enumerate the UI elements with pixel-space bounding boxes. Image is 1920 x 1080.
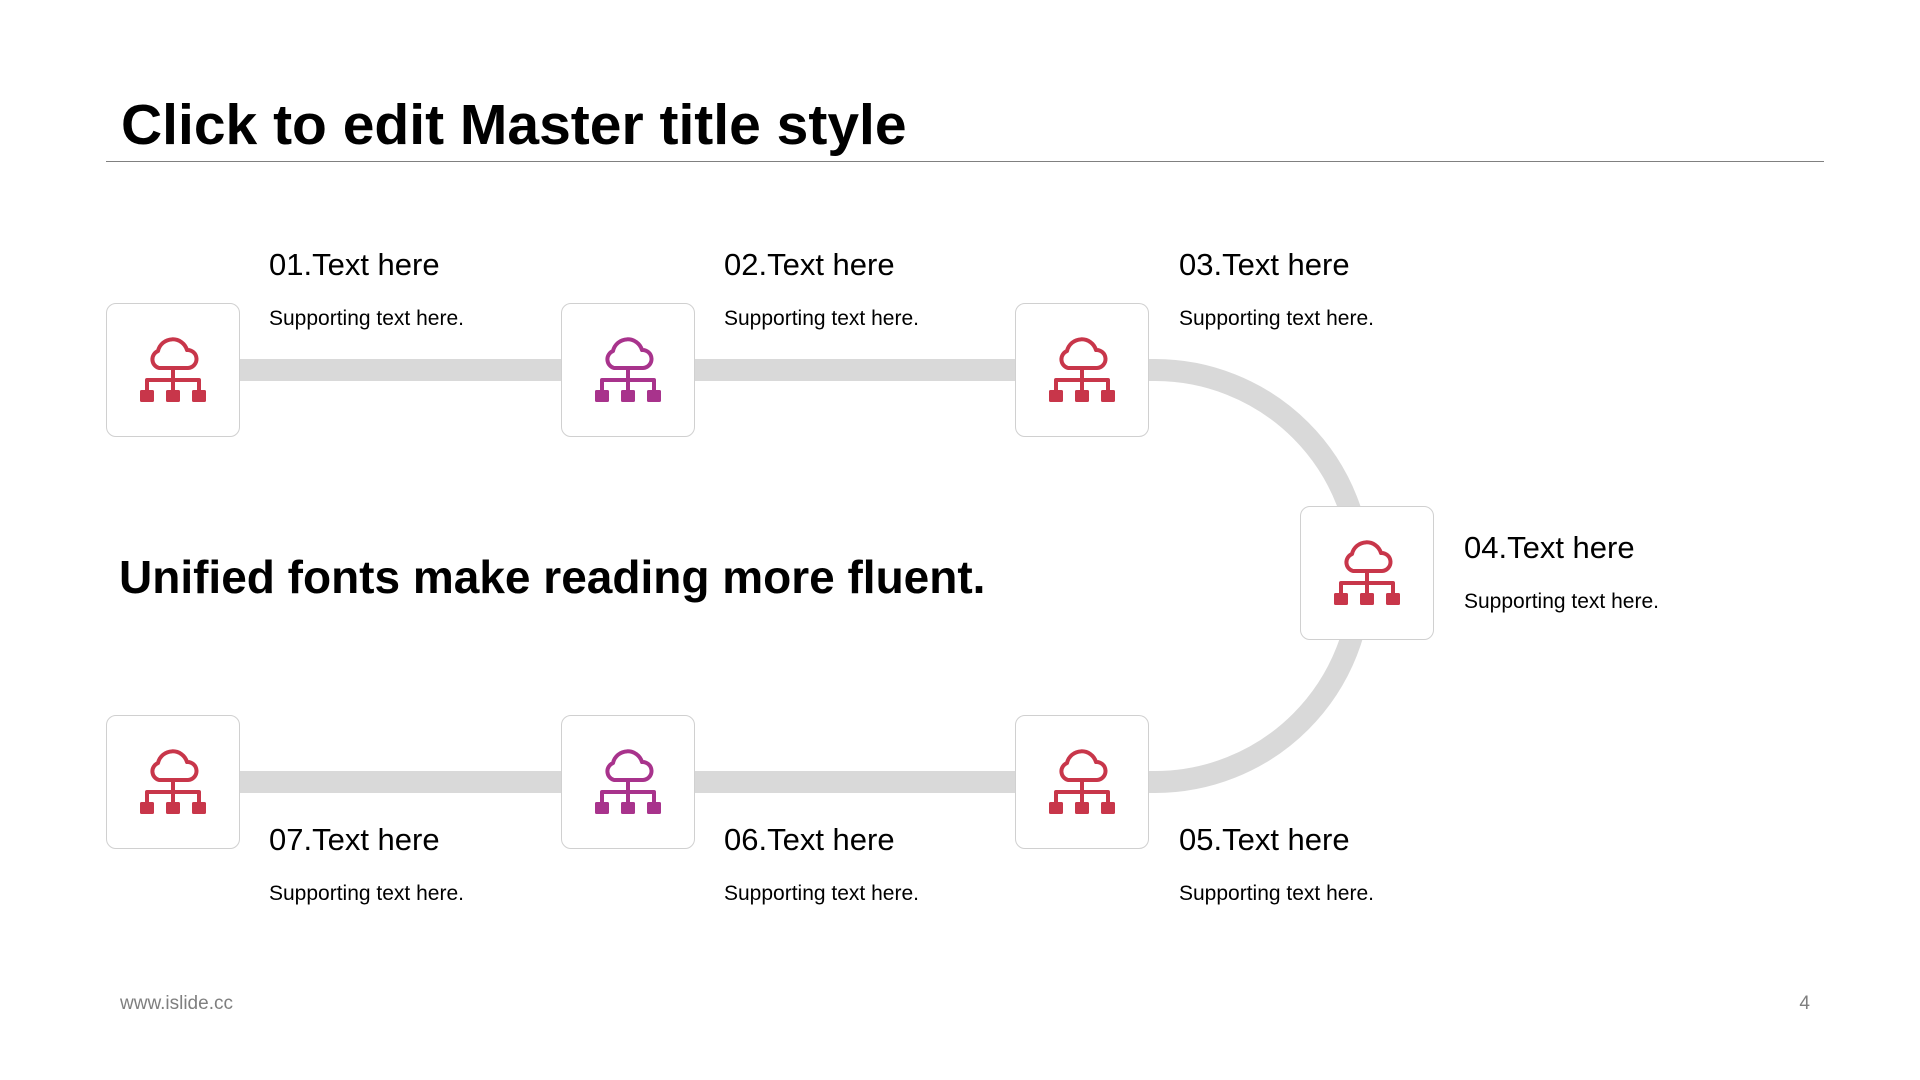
- step-3-icon-box[interactable]: [1015, 303, 1149, 437]
- cloud-network-icon: [595, 749, 661, 814]
- footer-page-number: 4: [1799, 993, 1810, 1014]
- cloud-network-icon: [1049, 749, 1115, 814]
- step-5-heading[interactable]: 05.Text here: [1179, 822, 1350, 857]
- step-7-support[interactable]: Supporting text here.: [269, 882, 464, 905]
- step-1-icon-box[interactable]: [106, 303, 240, 437]
- cloud-network-icon: [595, 337, 661, 402]
- footer-website: www.islide.cc: [120, 993, 233, 1014]
- cloud-network-icon: [1049, 337, 1115, 402]
- cloud-network-icon: [140, 749, 206, 814]
- step-6-heading[interactable]: 06.Text here: [724, 822, 895, 857]
- tagline[interactable]: Unified fonts make reading more fluent.: [119, 551, 986, 603]
- title-divider: [106, 161, 1824, 162]
- step-7-heading[interactable]: 07.Text here: [269, 822, 440, 857]
- step-4-support[interactable]: Supporting text here.: [1464, 590, 1659, 613]
- step-1-heading[interactable]: 01.Text here: [269, 247, 440, 282]
- step-7-icon-box[interactable]: [106, 715, 240, 849]
- slide-title[interactable]: Click to edit Master title style: [121, 93, 907, 157]
- step-6-icon-box[interactable]: [561, 715, 695, 849]
- step-4-heading[interactable]: 04.Text here: [1464, 530, 1635, 565]
- step-3-support[interactable]: Supporting text here.: [1179, 307, 1374, 330]
- cloud-network-icon: [1334, 540, 1400, 605]
- step-2-heading[interactable]: 02.Text here: [724, 247, 895, 282]
- step-5-support[interactable]: Supporting text here.: [1179, 882, 1374, 905]
- step-2-icon-box[interactable]: [561, 303, 695, 437]
- step-4-icon-box[interactable]: [1300, 506, 1434, 640]
- cloud-network-icon: [140, 337, 206, 402]
- step-3-heading[interactable]: 03.Text here: [1179, 247, 1350, 282]
- step-6-support[interactable]: Supporting text here.: [724, 882, 919, 905]
- step-1-support[interactable]: Supporting text here.: [269, 307, 464, 330]
- step-2-support[interactable]: Supporting text here.: [724, 307, 919, 330]
- step-5-icon-box[interactable]: [1015, 715, 1149, 849]
